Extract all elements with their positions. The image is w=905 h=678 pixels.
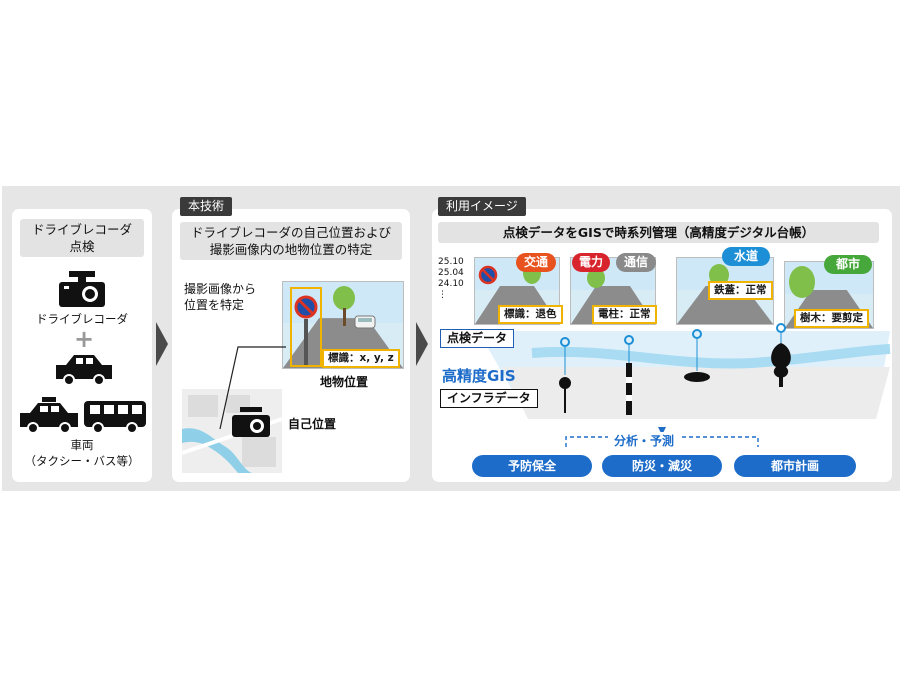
category-bubble-telecom: 通信	[616, 253, 656, 272]
photo-note-line2: 位置を特定	[184, 298, 245, 312]
self-position-label: 自己位置	[288, 417, 337, 431]
outcome-preventive-maintenance: 予防保全	[472, 455, 592, 477]
bus-icon	[84, 401, 146, 433]
section-tag-usage: 利用イメージ	[438, 197, 526, 216]
panel2-header-line2: 撮影画像内の地物位置の特定	[209, 242, 373, 257]
date-item: 25.10	[438, 257, 464, 267]
date-list: 25.10 25.04 24.10 ⋮	[438, 257, 464, 301]
infra-data-label: インフラデータ	[440, 389, 538, 408]
date-item: 24.10	[438, 279, 464, 289]
date-item: ⋮	[438, 290, 447, 300]
plus-sign: +	[74, 325, 95, 353]
photo-note: 撮影画像から 位置を特定	[184, 281, 256, 313]
card-label-tree: 樹木：要剪定	[794, 309, 869, 328]
traffic-sign-icon	[478, 265, 498, 285]
inspection-data-label: 点検データ	[440, 329, 515, 348]
category-bubble-traffic: 交通	[516, 253, 556, 272]
pole-marker-pin	[624, 335, 634, 415]
dashcam-icon	[59, 271, 105, 307]
panel2-header-line1: ドライブレコーダの自己位置および	[190, 225, 391, 240]
gis-label: 高精度GIS	[442, 367, 516, 385]
category-bubble-water: 水道	[722, 247, 770, 266]
leader-line	[219, 346, 286, 430]
panel1-header-line2: 点検	[69, 239, 95, 254]
inspection-panel: ドライブレコーダ 点検 ドライブレコーダ +	[12, 209, 152, 482]
card-label-pole: 電柱：正常	[592, 305, 657, 324]
technology-panel: ドライブレコーダの自己位置および 撮影画像内の地物位置の特定 撮影画像から 位置…	[172, 209, 410, 482]
photo-note-line1: 撮影画像から	[184, 282, 257, 296]
vehicle-label: 車両	[70, 438, 94, 452]
vehicle-sublabel: （タクシー・バス等）	[24, 454, 140, 468]
sign-pole	[304, 319, 308, 365]
coordinate-label: 標識：x, y, z	[322, 349, 400, 368]
outcome-disaster-mitigation: 防災・減災	[602, 455, 722, 477]
flow-arrow-1	[156, 322, 168, 366]
diagram-background: ドライブレコーダ 点検 ドライブレコーダ +	[2, 186, 900, 491]
sign-highlight-box	[290, 287, 322, 367]
panel1-header-line1: ドライブレコーダ	[31, 222, 132, 237]
self-dashcam-icon	[232, 407, 270, 437]
tree-marker-pin	[771, 323, 791, 387]
usage-panel: 点検データをGISで時系列管理（高精度デジタル台帳） 25.10 25.04 2…	[432, 209, 892, 482]
date-item: 25.04	[438, 268, 464, 278]
panel3-header: 点検データをGISで時系列管理（高精度デジタル台帳）	[438, 222, 879, 243]
feature-position-label: 地物位置	[320, 375, 369, 389]
photo-car-icon	[354, 315, 376, 329]
card-label-manhole: 鉄蓋：正常	[708, 281, 773, 300]
dashcam-label: ドライブレコーダ	[36, 312, 128, 326]
car-icon	[56, 355, 112, 385]
sign-marker-pin	[559, 337, 571, 413]
section-tag-technology: 本技術	[180, 197, 233, 216]
category-bubble-city: 都市	[824, 255, 872, 274]
no-parking-sign-icon	[294, 295, 318, 319]
photo-tree	[333, 286, 355, 310]
analysis-label: 分析・予測	[608, 432, 681, 449]
card-label-sign: 標識：退色	[498, 305, 563, 324]
photo-tree-trunk	[343, 308, 346, 326]
category-bubble-power: 電力	[572, 253, 610, 272]
manhole-marker-pin	[684, 329, 710, 382]
flow-arrow-2	[416, 322, 428, 366]
panel1-header: ドライブレコーダ 点検	[20, 219, 144, 257]
taxi-icon	[20, 397, 78, 433]
panel2-header: ドライブレコーダの自己位置および 撮影画像内の地物位置の特定	[180, 222, 402, 260]
outcome-urban-planning: 都市計画	[734, 455, 856, 477]
